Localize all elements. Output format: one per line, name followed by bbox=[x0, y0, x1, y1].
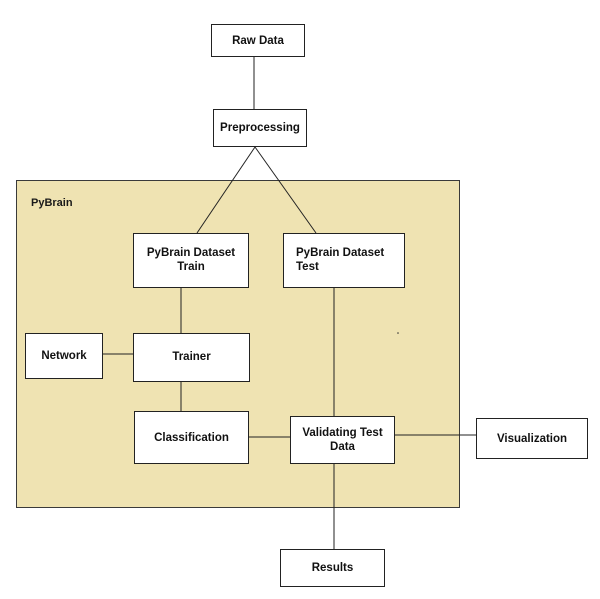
node-pybrain-dataset-train: PyBrain Dataset Train bbox=[133, 233, 249, 288]
node-preprocessing: Preprocessing bbox=[213, 109, 307, 147]
stray-dot bbox=[397, 332, 399, 334]
node-validating-test-data: Validating Test Data bbox=[290, 416, 395, 464]
node-network: Network bbox=[25, 333, 103, 379]
node-trainer: Trainer bbox=[133, 333, 250, 382]
node-raw-data-label: Raw Data bbox=[232, 34, 284, 47]
pybrain-region-label: PyBrain bbox=[31, 197, 73, 209]
edge-preprocessing-test bbox=[254, 146, 317, 234]
node-visualization: Visualization bbox=[476, 418, 588, 459]
node-pybrain-dataset-train-label: PyBrain Dataset Train bbox=[146, 247, 236, 273]
edge-preprocessing-train bbox=[196, 146, 256, 234]
node-trainer-label: Trainer bbox=[172, 351, 211, 363]
node-results-label: Results bbox=[311, 562, 354, 574]
node-visualization-label: Visualization bbox=[496, 432, 568, 445]
node-pybrain-dataset-test: PyBrain Dataset Test bbox=[283, 233, 405, 288]
node-classification-label: Classification bbox=[154, 431, 229, 444]
node-network-label: Network bbox=[41, 350, 87, 362]
node-results: Results bbox=[280, 549, 385, 587]
node-validating-test-data-label: Validating Test Data bbox=[302, 427, 383, 453]
node-classification: Classification bbox=[134, 411, 249, 464]
node-preprocessing-label: Preprocessing bbox=[220, 122, 300, 134]
node-pybrain-dataset-test-label: PyBrain Dataset Test bbox=[296, 247, 385, 273]
node-raw-data: Raw Data bbox=[211, 24, 305, 57]
